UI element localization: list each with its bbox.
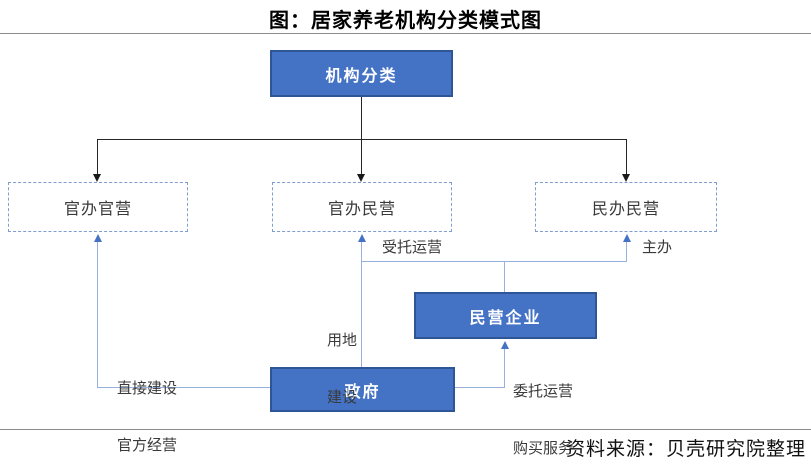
node-private-enterprise-label: 民营企业 (469, 309, 542, 327)
connector-host-vertical (626, 242, 627, 262)
node-gov-built-private-run: 官办民营 (272, 182, 452, 232)
arrow-up-icon (623, 234, 631, 242)
source-note: 资料来源：贝壳研究院整理 (565, 439, 806, 460)
arrow-up-icon (94, 234, 102, 242)
connector-drop-left (97, 140, 98, 176)
arrow-up-icon (358, 234, 366, 242)
arrow-down-icon (357, 174, 365, 182)
connector-direct-vertical (97, 242, 98, 388)
node-gov-built-gov-run: 官办官营 (8, 182, 188, 232)
edge-label-commission-line2: 购买服务 (513, 440, 574, 457)
connector-drop-middle (361, 140, 362, 176)
node-root: 机构分类 (270, 50, 453, 97)
node-root-label: 机构分类 (325, 67, 398, 85)
arrow-up-icon (501, 341, 509, 349)
edge-label-direct-line1: 直接建设 (117, 380, 178, 397)
connector-commission-horizontal (455, 387, 505, 388)
bottom-divider (0, 429, 811, 430)
node-government: 政府 (270, 367, 455, 412)
connector-root-stem (361, 97, 362, 139)
node-private-built-private-run-label: 民办民营 (591, 201, 660, 218)
node-private-enterprise: 民营企业 (414, 292, 597, 339)
top-divider (0, 33, 811, 34)
edge-label-direct-line2: 官方经营 (117, 437, 178, 454)
node-gov-built-gov-run-label: 官办官营 (63, 201, 132, 218)
arrow-down-icon (622, 174, 630, 182)
connector-land-vertical (361, 242, 362, 367)
connector-commission-vertical (504, 349, 505, 388)
edge-label-commission: 委托运营 购买服务 (513, 344, 573, 464)
connector-enterprise-bar (361, 261, 627, 262)
arrow-down-icon (93, 174, 101, 182)
node-government-label: 政府 (344, 383, 381, 401)
connector-enterprise-stem (504, 261, 505, 292)
connector-branch-bar (97, 139, 627, 140)
node-gov-built-private-run-label: 官办民营 (327, 201, 396, 218)
node-private-built-private-run: 民办民营 (535, 182, 717, 232)
edge-label-land-line2: 建设 (326, 389, 357, 406)
page-title: 图：居家养老机构分类模式图 (269, 10, 542, 32)
connector-drop-right (626, 140, 627, 176)
edge-label-commission-line1: 委托运营 (513, 383, 574, 400)
edge-label-land-line1: 用地 (326, 332, 357, 349)
edge-label-entrusted-operation: 受托运营 (382, 239, 443, 256)
connector-direct-horizontal (97, 387, 270, 388)
edge-label-direct: 直接建设 官方经营 (117, 341, 177, 464)
edge-label-land: 用地 建设 (321, 293, 357, 445)
edge-label-host: 主办 (642, 239, 673, 256)
